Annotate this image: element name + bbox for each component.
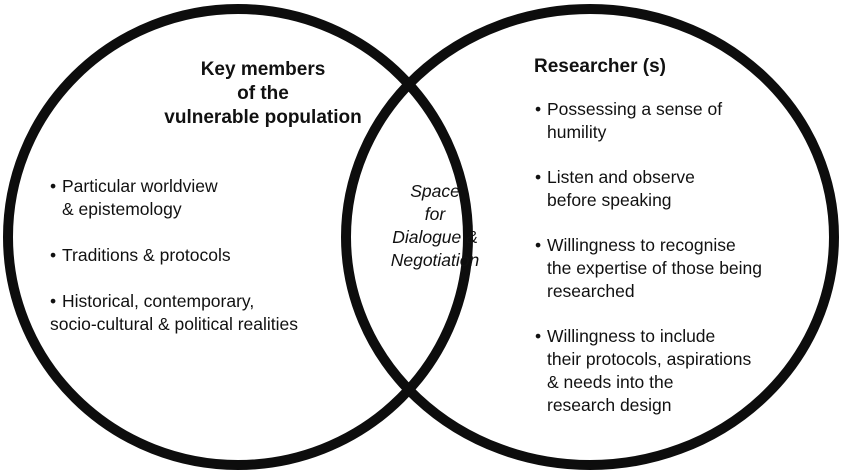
left-item-line: socio-cultural & political realities [50,314,299,334]
overlap-text: Space for Dialogue & Negotiation [372,180,498,272]
left-list-item: Historical, contemporary, socio-cultural… [50,290,380,336]
right-item-line: & needs into the [547,372,674,392]
right-list-item: Willingness to recognise the expertise o… [535,234,825,303]
right-item-line: Possessing a sense of [547,99,723,119]
overlap-line: Dialogue & [392,227,478,247]
overlap-line: Space [410,181,460,201]
right-item-line: researched [547,281,635,301]
left-list: Particular worldview & epistemology Trad… [50,175,380,336]
left-list-item: Particular worldview & epistemology [50,175,380,221]
right-list-item: Willingness to include their protocols, … [535,325,825,417]
left-item-line: Traditions & protocols [62,245,231,265]
right-circle [341,4,839,470]
right-item-line: the expertise of those being [547,258,763,278]
right-item-line: Willingness to recognise [547,235,736,255]
right-item-line: before speaking [547,190,672,210]
overlap-line: Negotiation [390,250,480,270]
left-heading-line: of the [237,83,289,104]
right-list-item: Listen and observe before speaking [535,166,825,212]
left-heading-line: Key members [200,59,326,80]
overlap-line: for [424,204,446,224]
right-item-line: research design [547,395,672,415]
left-circle [3,4,473,470]
right-list: Possessing a sense of humility Listen an… [535,98,825,417]
right-item-line: their protocols, aspirations [547,349,752,369]
right-item-line: humility [547,122,607,142]
right-item-line: Listen and observe [547,167,695,187]
left-list-item: Traditions & protocols [50,244,380,267]
left-heading-line: vulnerable population [164,107,362,128]
left-item-line: & epistemology [62,199,182,219]
right-item-line: Willingness to include [547,326,716,346]
left-item-line: Historical, contemporary, [62,291,255,311]
right-heading: Researcher (s) [533,56,667,77]
left-heading: Key members of the vulnerable population [148,58,378,130]
left-item-line: Particular worldview [62,176,218,196]
right-list-item: Possessing a sense of humility [535,98,825,144]
